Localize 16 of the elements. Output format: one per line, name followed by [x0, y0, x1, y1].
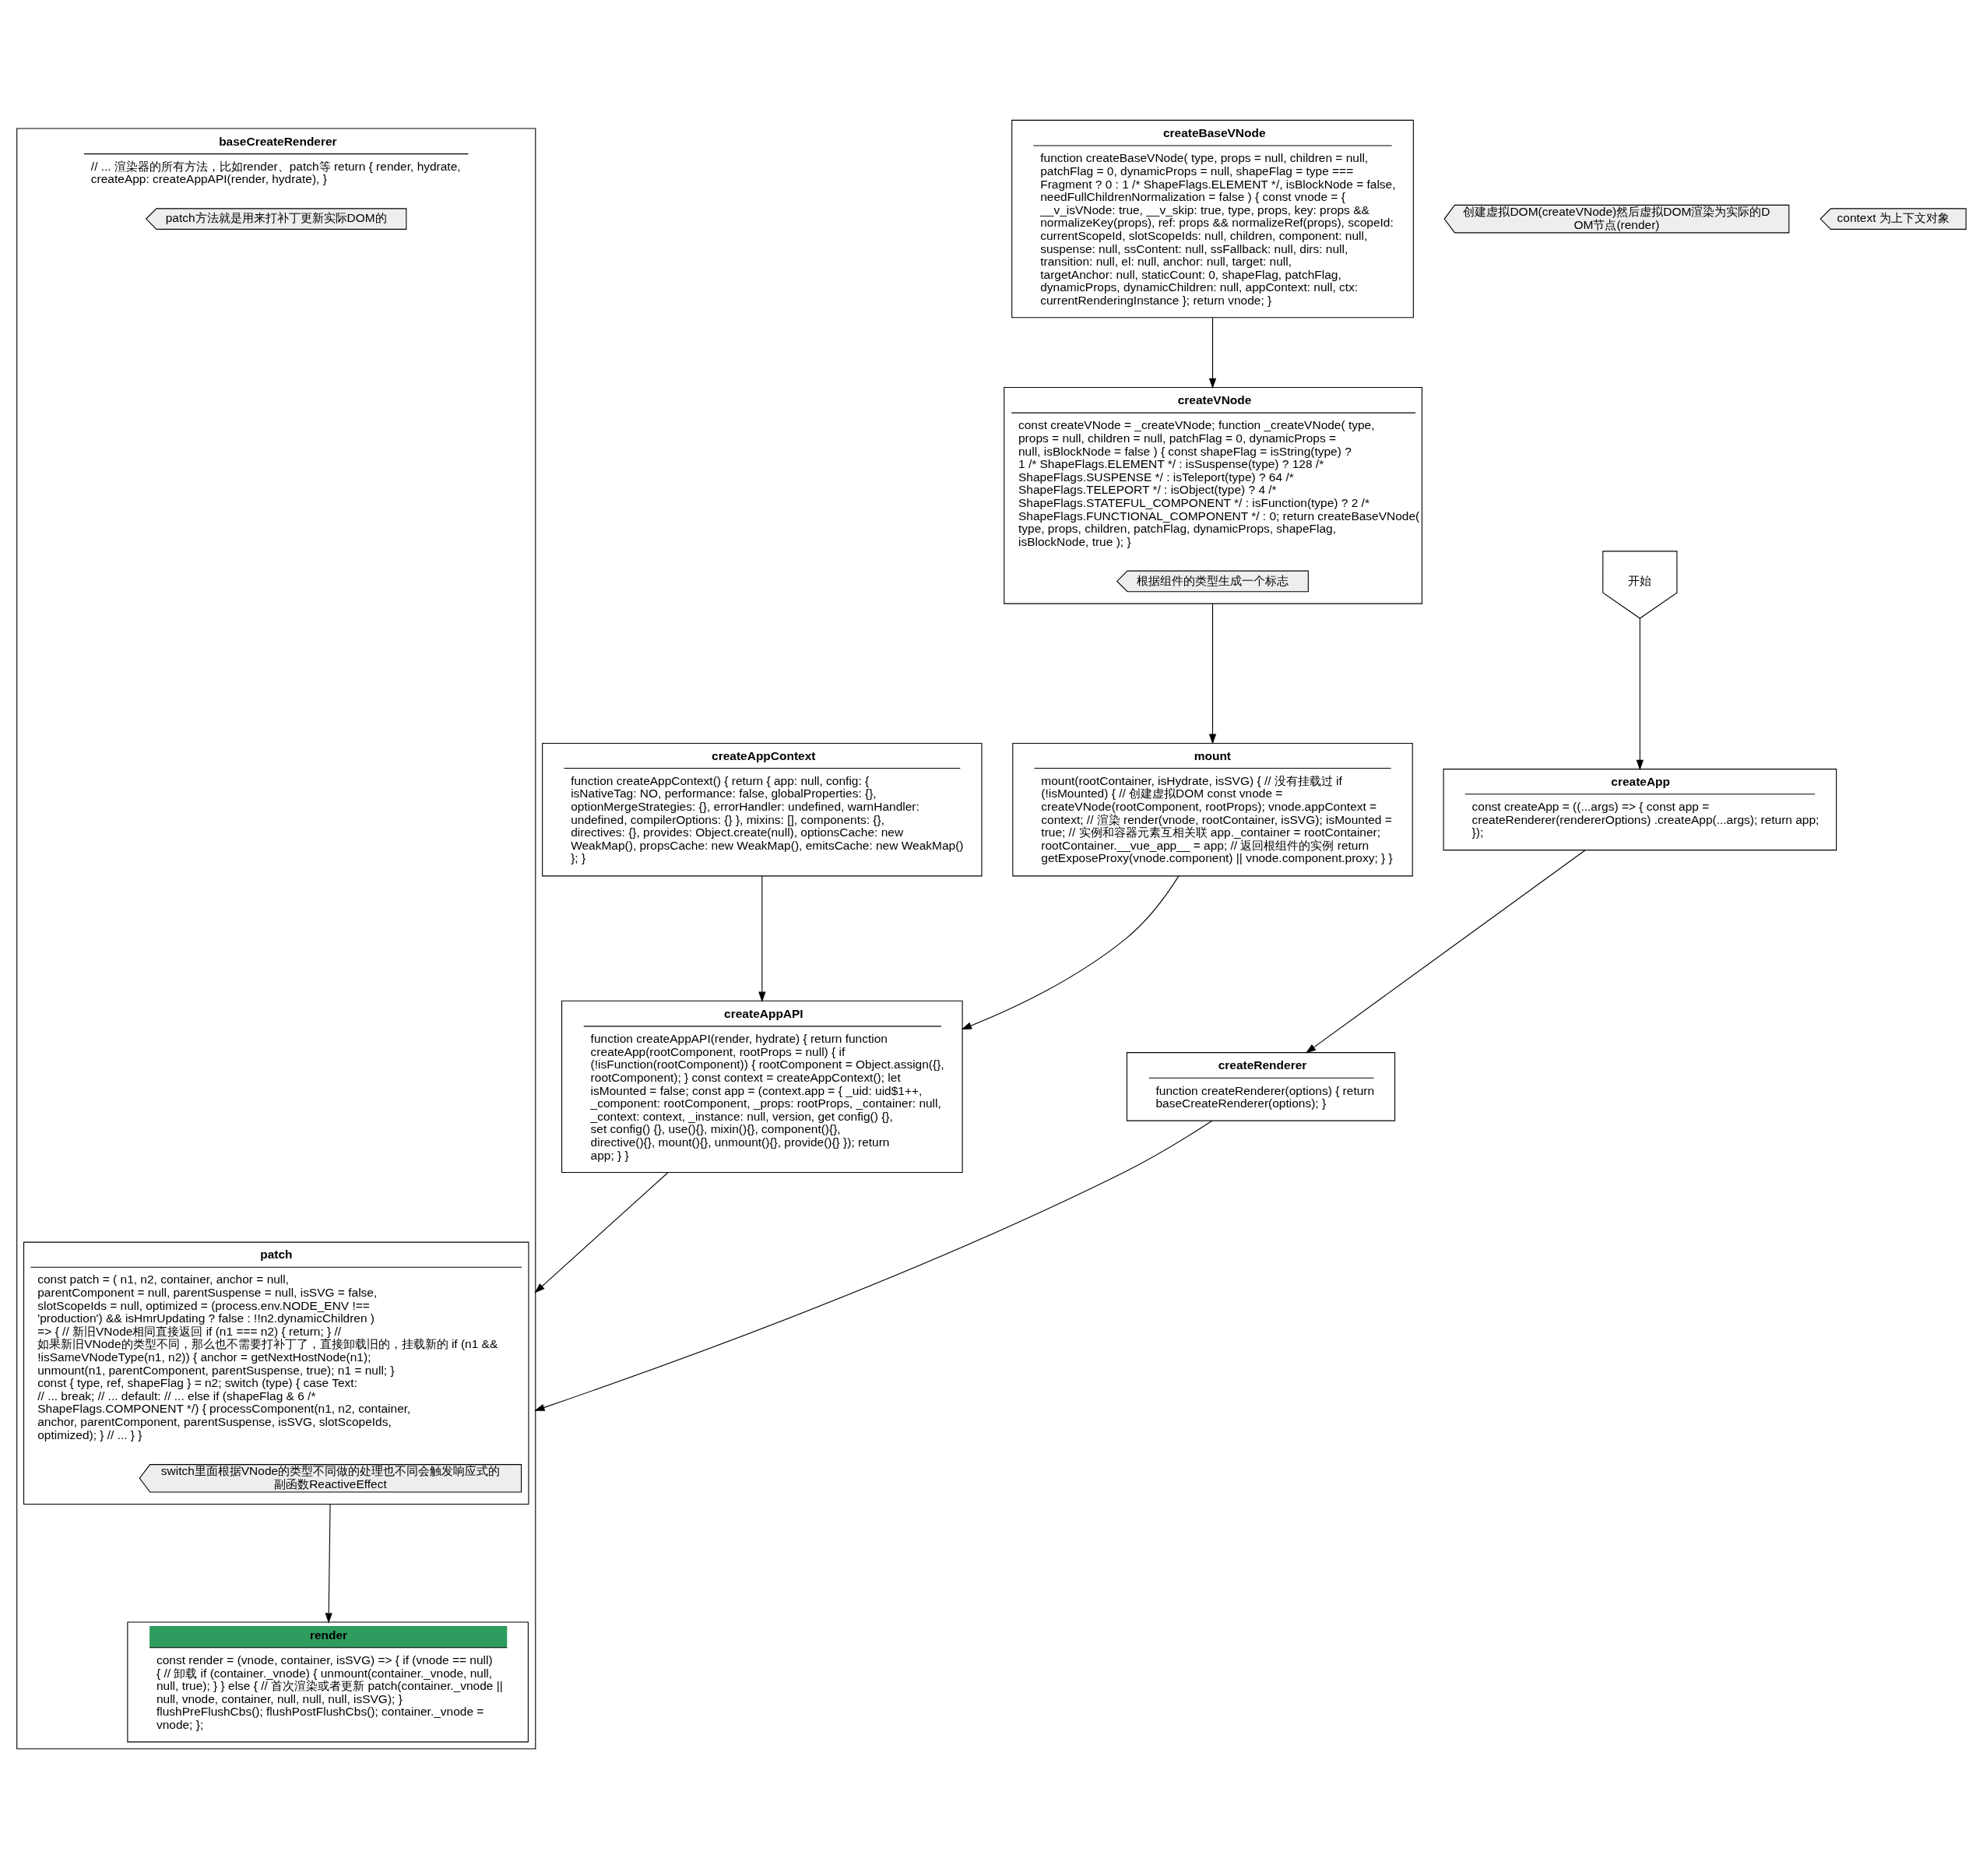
arrow	[534, 1172, 669, 1293]
arrow	[1636, 618, 1644, 771]
node-box: createRenderer function createRenderer(options) { return baseCreateRenderer(options); }	[1126, 1052, 1396, 1121]
arrow	[961, 875, 1180, 1030]
node-box: mount mount(rootContainer, isHydrate, isSVG) { // 没有挂载过 if (!isMounted) { // 创建虚拟DOM const vnode = createVNode(rootComponent, rootProps); vnode.appContext = context; // 渲染 render(vnode, rootContainer, isSVG); isMounted = true; // 实例和容器元素互相关联 app._container = rootContainer; rootContainer.__vue_app__ = app; // 返回根组件的实例 return getExposeProxy(vnode.component) || vnode.component.proxy; } }	[1012, 742, 1413, 877]
arrow	[1208, 317, 1217, 389]
node-box: createBaseVNode function createBaseVNode( type, props = null, children = null, patchFlag = 0, dynamicProps = null, shapeFlag = type === Fragment ? 0 : 1 /* ShapeFlags.ELEMENT */, isBlockNode = false, needFullChildrenNormalization = false ) { const vnode = { __v_isVNode: true, __v_skip: true, type, props, key: props && normalizeKey(props), ref: props && normalizeRef(props), scopeId: currentScopeId, slotScopeIds: null, children, component: null, suspense: null, ssContent: null, ssFallback: null, dirs: null, transition: null, el: null, anchor: null, target: null, targetAnchor: null, staticCount: 0, shapeFlag, patchFlag, dynamicProps, dynamicChildren: null, appContext: null, ctx: currentRenderingInstance }; return vnode; }	[1011, 119, 1414, 319]
node-box: createAppContext function createAppContext() { return { app: null, config: { isNativeTag: NO, performance: false, globalProperties: {}, optionMergeStrategies: {}, errorHandler: undefined, warnHandler: undefined, compilerOptions: {} }, mixins: [], components: {}, directives: {}, provides: Object.create(null), optionsCache: new WeakMap(), propsCache: new WeakMap(), emitsCache: new WeakMap() }; }	[542, 742, 983, 877]
arrow	[325, 1503, 332, 1624]
arrow	[1208, 603, 1217, 744]
node-box: createApp const createApp = ((...args) => { const app = createRenderer(rendererOptions) .createApp(...args); return app; });	[1443, 769, 1837, 851]
arrow	[1305, 850, 1586, 1054]
arrow	[534, 1120, 1213, 1411]
node-box: render const render = (vnode, container, isSVG) => { if (vnode == null) { // 卸载 if (container._vnode) { unmount(container._vnode, null, null, true); } } else { // 首次渲染或者更新 patch(container._vnode || null, vnode, container, null, null, null, isSVG); } flushPreFlushCbs(); flushPostFlushCbs(); container._vnode = vnode; };	[127, 1621, 529, 1743]
arrow	[758, 875, 766, 1002]
node-box: createAppAPI function createAppAPI(render, hydrate) { return function createApp(rootComponent, rootProps = null) { if (!isFunction(rootComponent)) { rootComponent = Object.assign({}, rootComponent); } const context = createAppContext(); let isMounted = false; const app = (context.app = { _uid: uid$1++, _component: rootComponent, _props: rootProps, _container: null, _context: context, _instance: null, version, get config() {}, set config() {}, use(){}, mixin(){}, component(){}, directive(){}, mount(){}, unmount(){}, provide(){} }); return app; } }	[561, 1000, 963, 1174]
